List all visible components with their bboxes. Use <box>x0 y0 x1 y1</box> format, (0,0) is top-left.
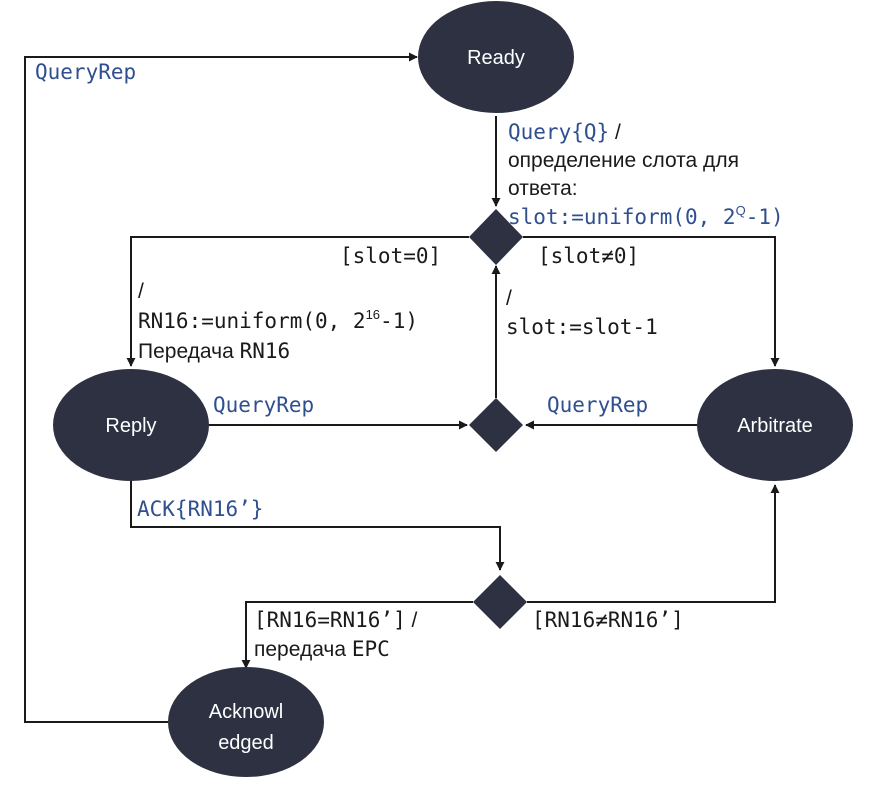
state-ready: Ready <box>418 1 574 113</box>
label-slot-uniform-post: -1) <box>746 205 784 229</box>
label-slot-define-line2: ответа: <box>508 177 578 200</box>
decision-rn16-diamond <box>473 575 527 629</box>
edge-ack-decision-to-arbitrate <box>527 484 780 603</box>
label-rn16-eq: [RN16=RN16’] / <box>254 608 418 632</box>
label-rn16-ne: [RN16≠RN16’] <box>532 608 684 632</box>
label-slash-right: / <box>506 287 512 310</box>
label-rn16-uniform-sup: 16 <box>366 307 380 322</box>
label-query-q-slash: / <box>609 121 621 144</box>
label-slot-define-line1: определение слота для <box>508 149 739 172</box>
state-reply: Reply <box>53 369 209 481</box>
state-arbitrate: Arbitrate <box>697 369 853 481</box>
state-acknowledged-label-line2: edged <box>218 732 274 754</box>
edge-reply-to-ack-decision <box>130 481 505 571</box>
edge-decision-to-arbitrate <box>523 236 780 367</box>
label-epc-send-mono: EPC <box>352 637 390 661</box>
edge-acknowledged-to-ready <box>24 52 418 723</box>
label-query-q-mono: Query{Q} <box>508 120 609 144</box>
state-arbitrate-label: Arbitrate <box>737 415 813 437</box>
label-rn16-eq-mono: [RN16=RN16’] <box>254 608 406 632</box>
label-ack: ACK{RN16’} <box>137 497 263 521</box>
label-slot-uniform-pre: slot:=uniform(0, 2 <box>508 205 736 229</box>
label-slot-ne-zero: [slot≠0] <box>538 244 639 268</box>
label-rn16-send-pre: Передача <box>138 340 240 363</box>
label-queryrep-arbitrate: QueryRep <box>547 393 648 417</box>
label-slot-uniform: slot:=uniform(0, 2Q-1) <box>508 203 784 229</box>
label-rn16-eq-slash: / <box>406 609 418 632</box>
state-acknowledged-label-line1: Acknowl <box>209 701 283 723</box>
label-rn16-send: Передача RN16 <box>138 339 290 363</box>
label-rn16-uniform: RN16:=uniform(0, 216-1) <box>138 307 418 333</box>
label-slot-decrement: slot:=slot-1 <box>506 315 658 339</box>
state-ready-label: Ready <box>467 47 525 69</box>
label-rn16-uniform-post: -1) <box>380 309 418 333</box>
edge-ack-decision-to-acknowledged <box>241 601 473 669</box>
junction-queryrep-diamond <box>469 398 523 452</box>
label-queryrep-to-ready: QueryRep <box>35 60 136 84</box>
label-query-q: Query{Q} / <box>508 120 621 144</box>
label-rn16-send-mono: RN16 <box>240 339 291 363</box>
label-slash-left: / <box>138 280 144 303</box>
label-epc-send-pre: передача <box>254 638 352 661</box>
label-slot-uniform-sup: Q <box>736 203 746 218</box>
label-rn16-uniform-pre: RN16:=uniform(0, 2 <box>138 309 366 333</box>
state-acknowledged: Acknowl edged <box>168 667 324 777</box>
decision-slot-diamond <box>469 209 523 265</box>
edge-decision-to-reply <box>126 236 469 367</box>
state-reply-label: Reply <box>105 415 156 437</box>
label-queryrep-reply: QueryRep <box>213 393 314 417</box>
label-slot-eq-zero: [slot=0] <box>340 244 441 268</box>
label-epc-send: передача EPC <box>254 637 390 661</box>
